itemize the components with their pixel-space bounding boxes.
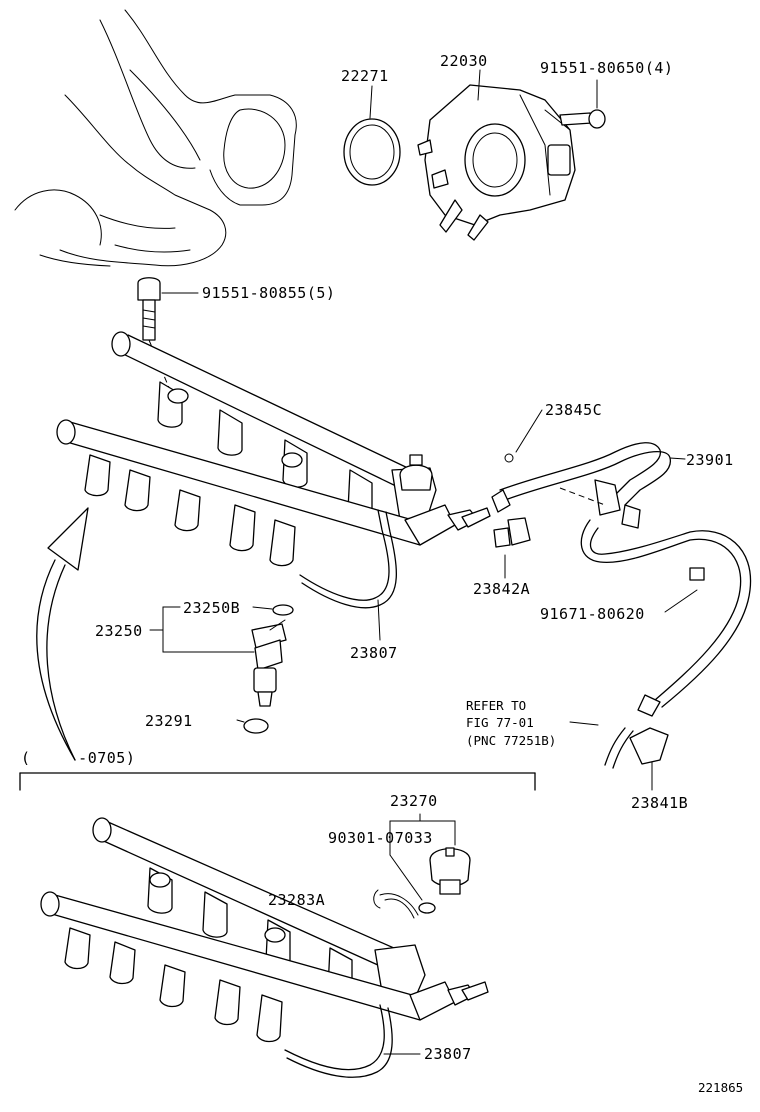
label-22030: 22030: [440, 52, 488, 70]
label-refer-line3: (PNC 77251B): [466, 733, 556, 748]
refer-connector-group: [569, 721, 669, 791]
model-range-bracket: [19, 772, 536, 791]
label-23845C: 23845C: [545, 401, 602, 419]
fuel-rail-lower-front: [40, 891, 489, 1043]
label-refer-line1: REFER TO: [466, 698, 526, 713]
label-23283A: 23283A: [268, 891, 325, 909]
label-23807-lower: 23807: [424, 1045, 472, 1063]
bolt-91551-80650: [559, 79, 606, 129]
labels: 22271 22030 91551-80650(4) 91551-80855(5…: [21, 52, 743, 1095]
label-22271: 22271: [341, 67, 389, 85]
label-23842A: 23842A: [473, 580, 530, 598]
throttle-body-22030: [417, 69, 576, 241]
reference-arrow: [36, 507, 89, 761]
pulsation-damper-23270: [373, 813, 471, 919]
label-23807-upper: 23807: [350, 644, 398, 662]
label-91671-80620: 91671-80620: [540, 605, 645, 623]
fuel-rail-upper-front: [56, 419, 491, 567]
label-91551-80650: 91551-80650(4): [540, 59, 673, 77]
fuel-hose-23807-lower: [284, 1004, 421, 1078]
label-23901: 23901: [686, 451, 734, 469]
fuel-hose-23807-upper: [299, 509, 397, 641]
bolt-91551-80855: [137, 277, 199, 391]
label-23250B: 23250B: [183, 599, 240, 617]
label-23291: 23291: [145, 712, 193, 730]
injector-group: [149, 604, 294, 734]
fuel-line-23901: [491, 409, 752, 717]
gasket-22271: [343, 85, 401, 186]
label-23250: 23250: [95, 622, 143, 640]
label-90301-07033: 90301-07033: [328, 829, 433, 847]
intake-manifold-drawing: [14, 9, 297, 267]
figure-id: 221865: [698, 1080, 743, 1095]
label-23841B: 23841B: [631, 794, 688, 812]
label-23270: 23270: [390, 792, 438, 810]
label-model-range: ( -0705): [21, 749, 135, 767]
label-91551-80855: 91551-80855(5): [202, 284, 335, 302]
label-refer-line2: FIG 77-01: [466, 715, 534, 730]
